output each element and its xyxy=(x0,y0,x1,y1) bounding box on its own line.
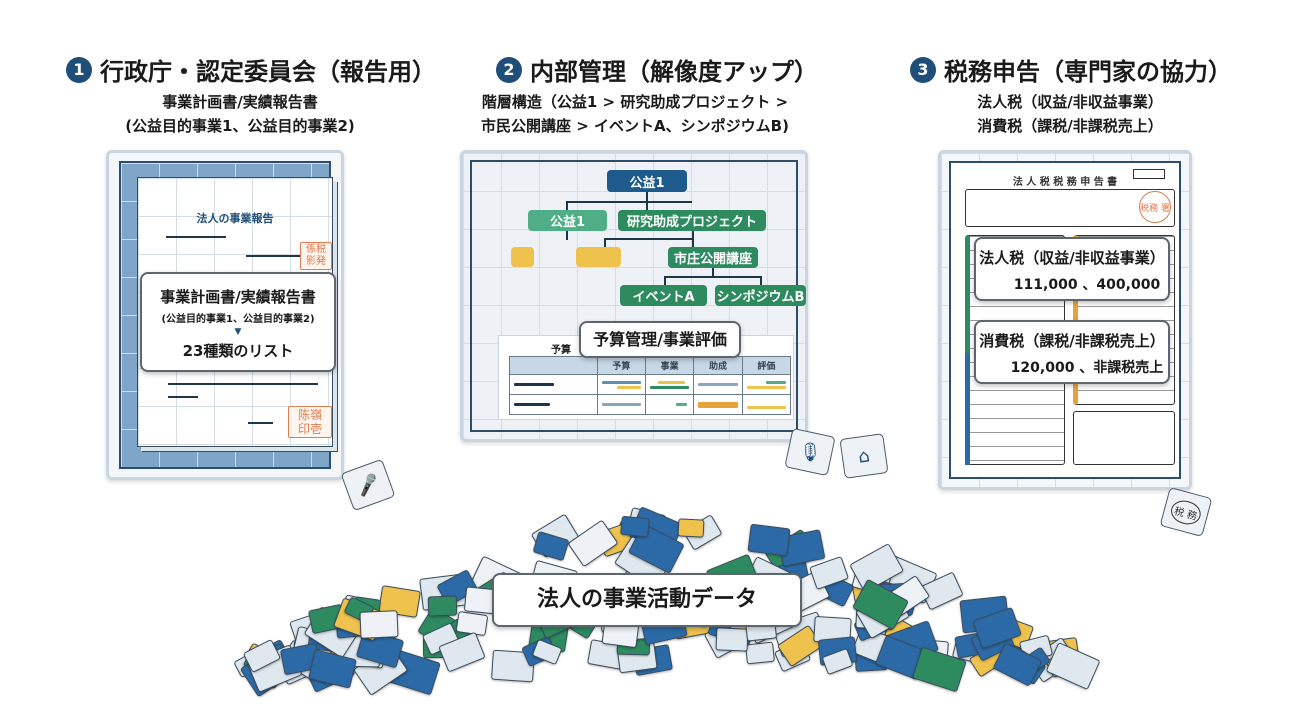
arrow-down-icon: ▼ xyxy=(234,327,242,337)
form-box xyxy=(1133,169,1165,179)
connector xyxy=(604,238,694,240)
section-title: 内部管理（解像度アップ） xyxy=(530,58,818,86)
puzzle-piece xyxy=(744,641,776,665)
subtitle-line: 事業計画書/実績報告書 xyxy=(162,93,318,111)
org-node-research-project: 研究助成プロジェクト xyxy=(618,210,766,231)
subtitle-line: 階層構造（公益1 > 研究助成プロジェクト > xyxy=(481,93,789,111)
puzzle-piece xyxy=(715,627,750,652)
consumption-tax-callout: 消費税（課税/非課税売上） 120,000 、非課税売上 xyxy=(974,320,1170,384)
text-line xyxy=(166,236,226,238)
connector xyxy=(760,276,762,285)
column-header: 事業 xyxy=(644,356,695,375)
yellow-piece xyxy=(511,247,534,267)
text-line xyxy=(168,383,318,385)
form-header-box xyxy=(965,189,1175,227)
doc-title: 法人の事業報告 xyxy=(196,212,274,225)
org-node-symposium-b: シンポジウムB xyxy=(715,285,806,306)
connector xyxy=(712,268,714,276)
connector xyxy=(664,276,666,285)
org-node-koueki1: 公益1 xyxy=(528,210,607,231)
subtitle-line: (公益目的事業1、公益目的事業2) xyxy=(125,117,355,135)
number-badge: 3 xyxy=(910,56,936,83)
text-line xyxy=(168,396,198,398)
org-node-public-lecture: 市庄公開講座 xyxy=(668,247,758,268)
callout-subtitle: (公益目的事業1、公益目的事業2) xyxy=(161,314,315,325)
tax-office-stamp: 税務 署 xyxy=(1139,191,1171,223)
form-bottom-box xyxy=(1073,411,1175,465)
section-1-heading: 1 行政庁・認定委員会（報告用） xyxy=(66,52,436,87)
subtitle-line: 市民公開講座 > イベントA、シンポジウムB) xyxy=(481,117,789,135)
section-2-subtitle: 階層構造（公益1 > 研究助成プロジェクト > 市民公開講座 > イベントA、シ… xyxy=(460,90,810,138)
callout-title: 事業計画書/実績報告書 xyxy=(160,288,316,306)
table-row xyxy=(509,394,792,415)
callout-result: 23種類のリスト xyxy=(182,342,294,360)
number-badge: 2 xyxy=(496,56,522,83)
puzzle-piece xyxy=(747,523,791,556)
callout-values: 111,000 、400,000 xyxy=(1013,277,1161,293)
form-column-accent xyxy=(965,353,970,465)
corporate-tax-callout: 法人税（収益/非収益事業） 111,000 、400,000 xyxy=(974,237,1170,301)
budget-label: 予算 xyxy=(551,345,571,356)
section-title: 税務申告（専門家の協力） xyxy=(944,58,1232,86)
form-title: 法 人 税 税 務 申 告 書 xyxy=(1012,177,1118,188)
connector xyxy=(664,276,762,278)
table-row xyxy=(509,374,792,395)
callout-title: 法人税（収益/非収益事業） xyxy=(979,249,1165,267)
section-1-subtitle: 事業計画書/実績報告書 (公益目的事業1、公益目的事業2) xyxy=(100,90,380,138)
puzzle-piece xyxy=(620,515,650,538)
report-callout: 事業計画書/実績報告書 (公益目的事業1、公益目的事業2) ▼ 23種類のリスト xyxy=(140,272,336,372)
connector xyxy=(566,201,568,210)
text-line xyxy=(248,422,273,424)
section-2-heading: 2 内部管理（解像度アップ） xyxy=(496,52,818,87)
budget-callout: 予算管理/事業評価 xyxy=(579,321,741,358)
org-node-event-a: イベントA xyxy=(620,285,707,306)
puzzle-piece xyxy=(677,518,705,539)
section-title: 行政庁・認定委員会（報告用） xyxy=(100,58,436,86)
connector xyxy=(604,238,606,247)
section-3-subtitle: 法人税（収益/非収益事業） 消費税（課税/非課税売上） xyxy=(930,90,1210,138)
section-3-heading: 3 税務申告（専門家の協力） xyxy=(910,52,1232,87)
connector xyxy=(566,230,568,240)
connector xyxy=(566,201,692,203)
yellow-piece xyxy=(576,247,621,267)
seal-stamp: 係税 影発 xyxy=(300,242,332,270)
subtitle-line: 法人税（収益/非収益事業） xyxy=(977,93,1163,111)
callout-title: 消費税（課税/非課税売上） xyxy=(979,332,1165,350)
puzzle-piece xyxy=(359,610,399,639)
callout-values: 120,000 、非課税売上 xyxy=(1010,360,1164,376)
puzzle-piece xyxy=(428,595,458,616)
pile-label: 法人の事業活動データ xyxy=(492,573,802,627)
subtitle-line: 消費税（課税/非課税売上） xyxy=(977,117,1163,135)
number-badge: 1 xyxy=(66,56,92,83)
org-node-root: 公益1 xyxy=(607,170,687,192)
text-line xyxy=(246,255,306,257)
seal-stamp: 陈嶺 印壱 xyxy=(288,406,332,438)
